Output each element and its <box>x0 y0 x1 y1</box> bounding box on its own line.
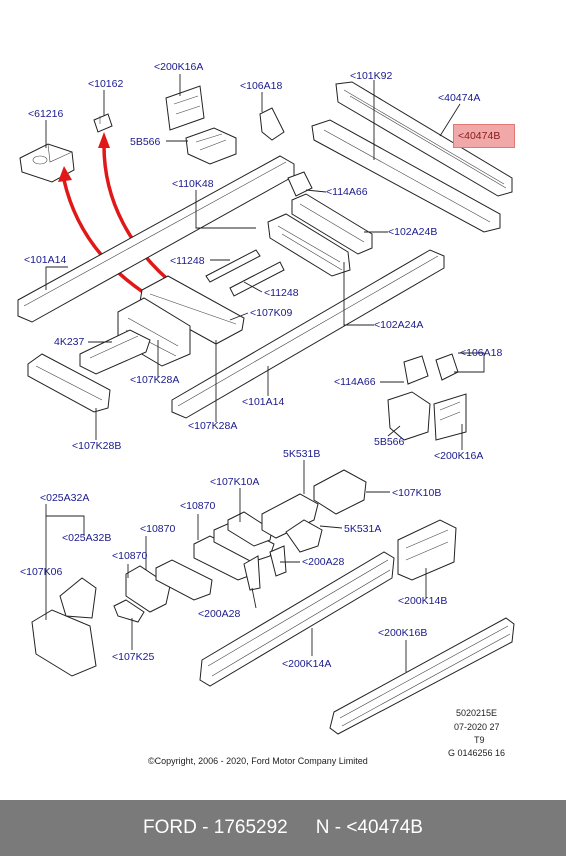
label-200K16B[interactable]: <200K16B <box>378 627 428 639</box>
label-101K92[interactable]: <101K92 <box>350 70 393 82</box>
highlight-40474B: <40474B <box>453 124 515 148</box>
label-10870-a[interactable]: <10870 <box>180 500 216 512</box>
label-102A24B[interactable]: <102A24B <box>388 226 438 238</box>
label-107K28B[interactable]: <107K28B <box>72 440 122 452</box>
label-114A66-top[interactable]: <114A66 <box>326 186 368 198</box>
part-5B566-top <box>185 127 237 165</box>
part-11248 <box>205 249 285 297</box>
label-200A28-left[interactable]: <200A28 <box>198 608 241 620</box>
part-106A18-top <box>259 107 285 141</box>
part-200K16A-top <box>165 85 205 131</box>
label-107K09[interactable]: <107K09 <box>250 307 293 319</box>
label-025A32B[interactable]: <025A32B <box>62 532 112 544</box>
label-114A66-right[interactable]: <114A66 <box>334 376 376 388</box>
label-200K16A-right[interactable]: <200K16A <box>434 450 484 462</box>
label-4K237[interactable]: 4K237 <box>54 336 85 348</box>
label-107K28A-left[interactable]: <107K28A <box>130 374 180 386</box>
label-107K10A[interactable]: <107K10A <box>210 476 260 488</box>
label-10870-b[interactable]: <10870 <box>140 523 176 535</box>
label-101A14-left[interactable]: <101A14 <box>24 254 67 266</box>
footer-reference: N - <40474B <box>315 817 423 838</box>
label-11248-a[interactable]: <11248 <box>170 255 205 267</box>
label-200A28-right[interactable]: <200A28 <box>302 556 345 568</box>
label-101A14-mid[interactable]: <101A14 <box>242 396 285 408</box>
part-101K92 <box>311 81 513 233</box>
part-10162 <box>93 113 113 133</box>
part-107K28B <box>27 353 111 413</box>
copyright-text: ©Copyright, 2006 - 2020, Ford Motor Comp… <box>148 756 368 766</box>
label-102A24A[interactable]: <102A24A <box>374 319 424 331</box>
part-200K14A <box>199 551 395 687</box>
label-107K10B[interactable]: <107K10B <box>392 487 442 499</box>
label-107K06[interactable]: <107K06 <box>20 566 63 578</box>
label-5K531B[interactable]: 5K531B <box>283 448 321 460</box>
part-crossmember <box>267 213 351 277</box>
label-61216[interactable]: <61216 <box>28 108 64 120</box>
label-40474A[interactable]: <40474A <box>438 92 481 104</box>
meta-line-4: G 0146256 16 <box>448 748 506 758</box>
label-107K25[interactable]: <107K25 <box>112 651 155 663</box>
leader-lines <box>45 74 485 672</box>
label-11248-b[interactable]: <11248 <box>264 287 299 299</box>
label-200K14A[interactable]: <200K14A <box>282 658 332 670</box>
label-200K16A-top[interactable]: <200K16A <box>154 61 204 73</box>
label-40474B[interactable]: <40474B <box>458 130 501 142</box>
label-10870-c[interactable]: <10870 <box>112 550 148 562</box>
label-110K48[interactable]: <110K48 <box>172 178 214 190</box>
label-5B566-top[interactable]: 5B566 <box>130 136 161 148</box>
part-4K237 <box>79 329 151 375</box>
label-107K28A-mid[interactable]: <107K28A <box>188 420 238 432</box>
label-106A18-right[interactable]: <106A18 <box>460 347 503 359</box>
part-right-cluster <box>387 353 467 441</box>
footer-part-number: FORD - 1765292 <box>143 817 288 838</box>
footer-bar: FORD - 1765292 N - <40474B <box>0 800 566 856</box>
label-106A18-top[interactable]: <106A18 <box>240 80 283 92</box>
meta-line-1: 5020215E <box>456 708 498 718</box>
meta-line-2: 07-2020 27 <box>454 722 500 732</box>
label-10162[interactable]: <10162 <box>88 78 124 90</box>
label-200K14B[interactable]: <200K14B <box>398 595 448 607</box>
part-101A14 <box>171 249 445 419</box>
meta-line-3: T9 <box>474 735 485 745</box>
part-61216 <box>19 143 75 183</box>
part-lower-cluster <box>31 469 457 677</box>
parts-drawing <box>17 74 515 735</box>
part-200K16B <box>329 617 515 735</box>
label-025A32A[interactable]: <025A32A <box>40 492 90 504</box>
parts-diagram <box>17 74 515 735</box>
label-5K531A[interactable]: 5K531A <box>344 523 382 535</box>
part-102A24B <box>291 193 373 255</box>
label-5B566-right[interactable]: 5B566 <box>374 436 405 448</box>
